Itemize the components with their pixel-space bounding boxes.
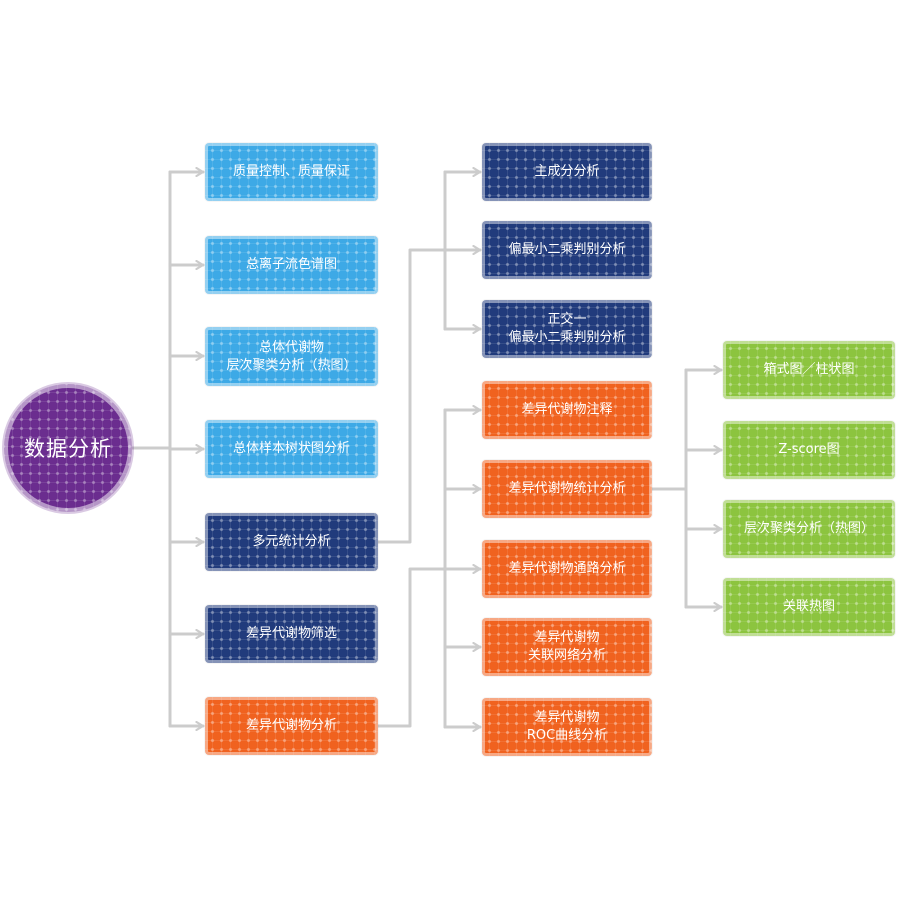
- node-differential-pathway: 差异代谢物通路分析: [482, 540, 652, 598]
- node-overall-metabolite-clustering: 总体代谢物 层次聚类分析（热图）: [205, 327, 378, 386]
- node-differential-network: 差异代谢物 关联网络分析: [482, 618, 652, 676]
- node-multivariate-statistics: 多元统计分析: [205, 513, 378, 571]
- node-label: 差异代谢物通路分析: [508, 561, 626, 576]
- node-pls-da: 偏最小二乘判别分析: [482, 221, 652, 279]
- connector-multivariate-out: [376, 248, 447, 544]
- node-label: 质量控制、质量保证: [232, 164, 350, 179]
- node-differential-annotation: 差异代谢物注释: [482, 381, 652, 439]
- node-label: 关联热图: [782, 599, 835, 614]
- node-hierarchical-clustering-heatmap: 层次聚类分析（热图）: [723, 500, 895, 558]
- node-label: 差异代谢物筛选: [245, 626, 337, 641]
- node-total-ion-chromatogram: 总离子流色谱图: [205, 236, 378, 294]
- node-pca: 主成分分析: [482, 143, 652, 201]
- node-correlation-heatmap: 关联热图: [723, 578, 895, 636]
- node-label: 差异代谢物 ROC曲线分析: [526, 710, 608, 743]
- node-label: 偏最小二乘判别分析: [508, 242, 626, 257]
- node-sample-dendrogram: 总体样本树状图分析: [205, 420, 378, 478]
- node-zscore: Z-score图: [723, 421, 895, 479]
- node-differential-roc: 差异代谢物 ROC曲线分析: [482, 698, 652, 756]
- node-quality-control: 质量控制、质量保证: [205, 143, 378, 201]
- node-label: 多元统计分析: [252, 534, 331, 549]
- node-label: 层次聚类分析（热图）: [743, 521, 874, 536]
- node-opls-da: 正交一 偏最小二乘判别分析: [482, 300, 652, 358]
- node-differential-screening: 差异代谢物筛选: [205, 605, 378, 663]
- node-label: 差异代谢物注释: [521, 402, 613, 417]
- root-node-label: 数据分析: [24, 437, 112, 461]
- connector-differential-out: [376, 567, 447, 728]
- node-label: 主成分分析: [534, 164, 600, 179]
- root-node-data-analysis: 数据分析: [4, 384, 132, 512]
- node-label: 总离子流色谱图: [245, 257, 337, 272]
- node-differential-statistics: 差异代谢物统计分析: [482, 460, 652, 518]
- node-label: 差异代谢物统计分析: [508, 481, 626, 496]
- node-label: 差异代谢物 关联网络分析: [527, 630, 606, 663]
- node-differential-metabolite-analysis: 差异代谢物分析: [205, 697, 378, 755]
- node-boxplot-barchart: 箱式图／柱状图: [723, 341, 895, 399]
- node-label: 总体代谢物 层次聚类分析（热图）: [226, 339, 357, 373]
- node-label: 差异代谢物分析: [245, 718, 337, 733]
- node-label: Z-score图: [778, 442, 840, 457]
- node-label: 总体样本树状图分析: [232, 441, 350, 456]
- node-label: 正交一 偏最小二乘判别分析: [508, 312, 626, 345]
- node-label: 箱式图／柱状图: [763, 362, 855, 377]
